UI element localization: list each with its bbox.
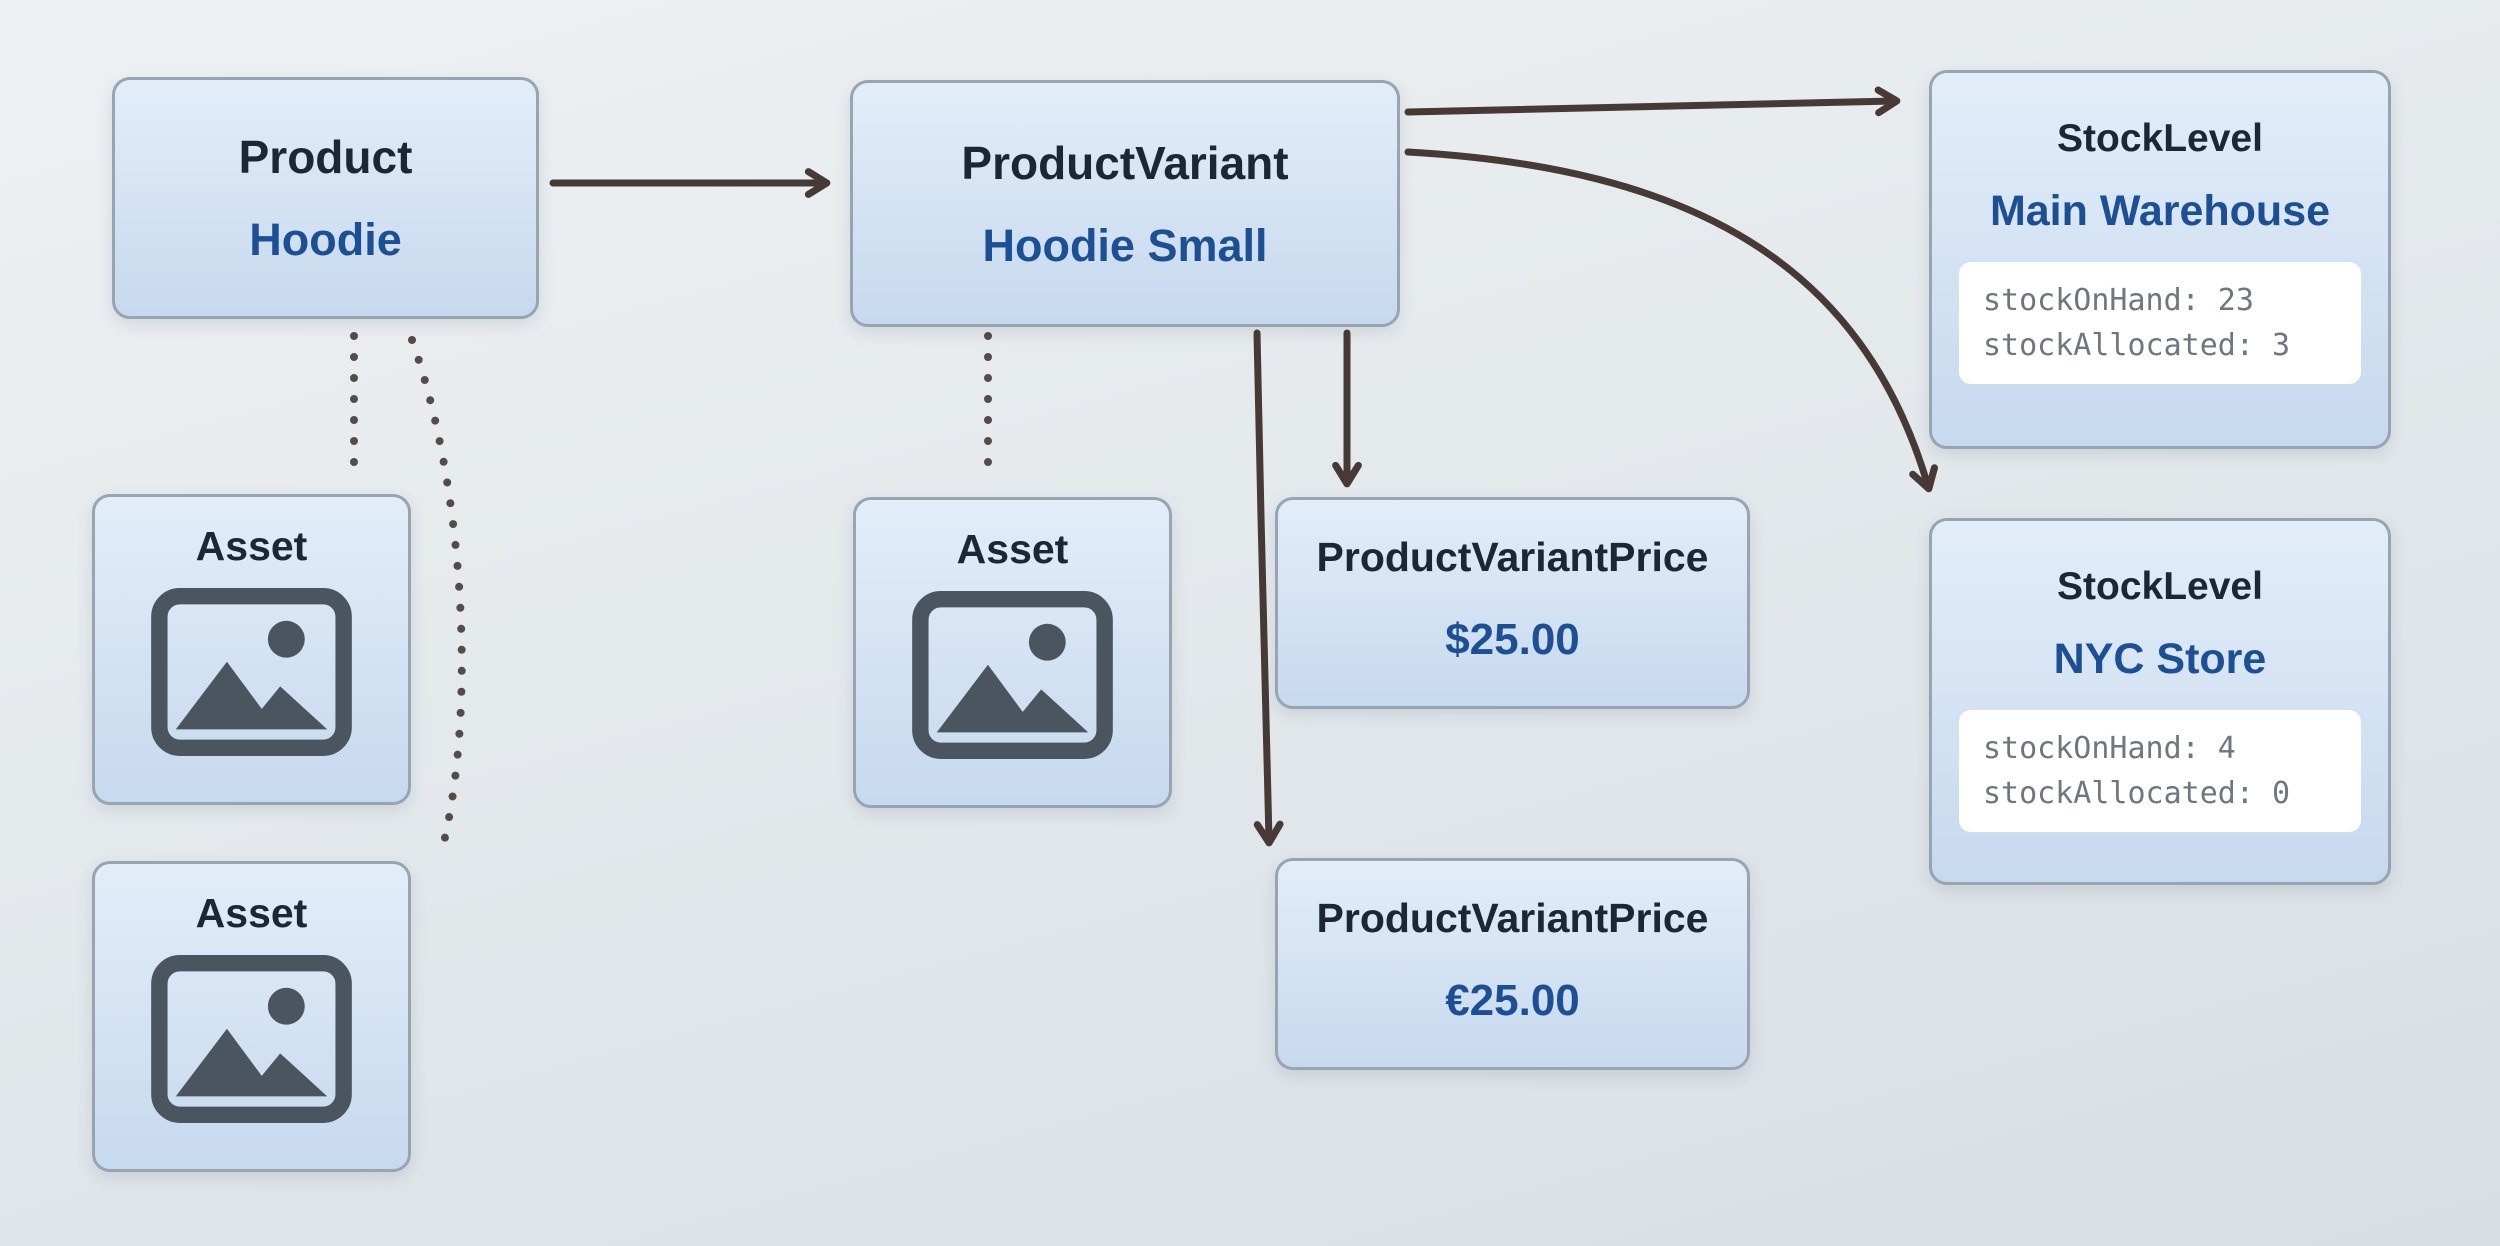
stock-code-block: stockOnHand: 4 stockAllocated: 0 xyxy=(1959,710,2361,832)
node-title: StockLevel xyxy=(2057,117,2263,160)
code-line: stockOnHand: 4 xyxy=(1983,731,2236,766)
node-asset-product-2: Asset xyxy=(92,861,411,1172)
node-stock-level-main: StockLevel Main Warehouse stockOnHand: 2… xyxy=(1929,70,2391,449)
node-asset-product-1: Asset xyxy=(92,494,411,805)
edge-variant-to-stocklevel-nyc xyxy=(1404,148,1938,493)
node-subtitle: €25.00 xyxy=(1445,976,1580,1025)
node-title: Asset xyxy=(195,890,308,936)
node-price-eur: ProductVariantPrice €25.00 xyxy=(1275,858,1750,1070)
edge-variant-to-stocklevel-main xyxy=(1404,86,1901,117)
edge-product-to-asset-2 xyxy=(408,336,466,850)
image-icon xyxy=(151,955,352,1123)
node-title: ProductVariantPrice xyxy=(1316,534,1709,580)
node-stock-level-nyc: StockLevel NYC Store stockOnHand: 4 stoc… xyxy=(1929,518,2391,885)
node-asset-variant: Asset xyxy=(853,497,1172,808)
node-title: Asset xyxy=(956,526,1069,572)
code-line: stockOnHand: 23 xyxy=(1983,283,2254,318)
node-product: Product Hoodie xyxy=(112,77,539,319)
node-title: ProductVariant xyxy=(961,136,1289,189)
code-line: stockAllocated: 0 xyxy=(1983,776,2291,811)
stock-code-block: stockOnHand: 23 stockAllocated: 3 xyxy=(1959,262,2361,384)
node-subtitle: NYC Store xyxy=(2053,635,2267,683)
node-title: StockLevel xyxy=(2057,565,2263,608)
node-product-variant: ProductVariant Hoodie Small xyxy=(850,80,1400,327)
node-subtitle: Main Warehouse xyxy=(1989,187,2331,235)
node-subtitle: $25.00 xyxy=(1445,615,1580,664)
code-line: stockAllocated: 3 xyxy=(1983,328,2291,363)
image-icon xyxy=(912,591,1113,759)
node-price-usd: ProductVariantPrice $25.00 xyxy=(1275,497,1750,709)
node-subtitle: Hoodie xyxy=(249,214,402,265)
image-icon xyxy=(151,588,352,756)
node-title: Product xyxy=(238,131,413,183)
edge-variant-to-price-eur xyxy=(1253,329,1284,847)
node-subtitle: Hoodie Small xyxy=(982,219,1268,271)
node-title: ProductVariantPrice xyxy=(1316,895,1709,941)
node-title: Asset xyxy=(195,523,308,569)
